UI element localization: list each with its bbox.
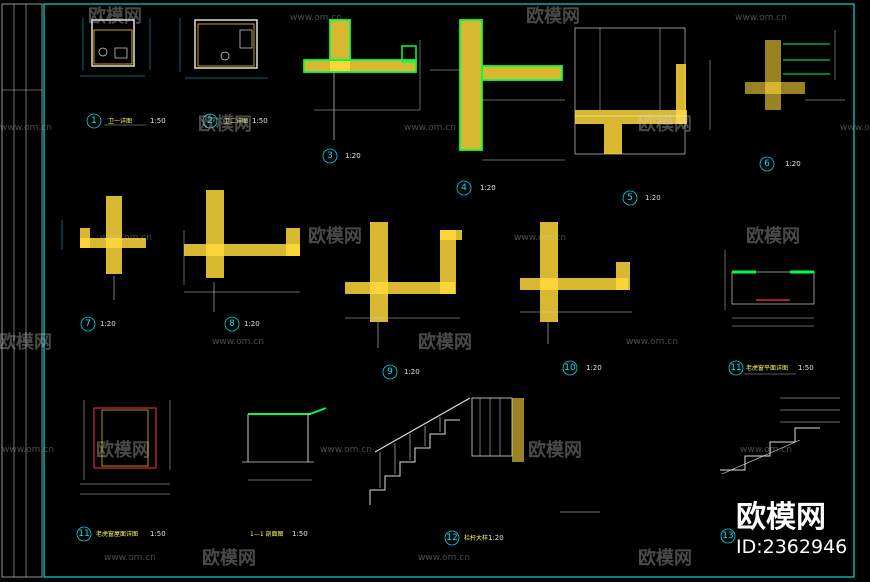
svg-text:欧模网: 欧模网: [0, 331, 52, 353]
detail-label-8: 8 1:20: [224, 316, 260, 332]
detail-7-section: [61, 196, 146, 300]
detail-label-5: 5 1:20: [622, 190, 661, 206]
svg-text:www.om.cn: www.om.cn: [100, 233, 152, 243]
svg-text:欧模网: 欧模网: [418, 331, 472, 353]
detail-label-10: 10 1:20: [562, 360, 602, 376]
watermark-layer: 欧模网 www.om.cn 欧模网 www.om.cn www.om.cn 欧模…: [0, 5, 870, 569]
detail-label-1-1: 1—1 剖面图 1:50: [250, 530, 308, 538]
detail-label-13: 13: [720, 528, 736, 544]
detail-5-section: [574, 27, 711, 155]
detail-4-section: [430, 19, 565, 161]
svg-text:栏杆大样: 栏杆大样: [464, 534, 488, 542]
svg-text:卫二详图: 卫二详图: [224, 117, 248, 125]
detail-6-section: [745, 30, 845, 110]
detail-label-4: 4 1:20: [456, 180, 496, 196]
svg-text:1:20: 1:20: [244, 320, 260, 328]
svg-text:www.om.cn: www.om.cn: [212, 337, 264, 347]
svg-text:欧模网: 欧模网: [202, 547, 256, 569]
svg-text:1:20: 1:20: [480, 184, 496, 192]
svg-text:www.om.cn: www.om.cn: [735, 13, 787, 23]
detail-labels: 1 卫一详图 1:50 2 卫二详图 1:50 3 1:20 4 1:20 5 …: [76, 113, 814, 546]
svg-text:9: 9: [387, 367, 393, 377]
svg-text:1:20: 1:20: [645, 194, 661, 202]
svg-text:欧模网: 欧模网: [746, 225, 800, 247]
svg-text:老虎窗屋面详图: 老虎窗屋面详图: [96, 530, 138, 538]
detail-9-section: [345, 222, 462, 348]
svg-text:欧模网: 欧模网: [96, 439, 150, 461]
detail-label-6: 6 1:20: [759, 156, 801, 172]
svg-text:13: 13: [722, 531, 733, 541]
svg-text:6: 6: [764, 159, 770, 169]
svg-text:11: 11: [78, 529, 89, 539]
detail-11-dormer-roof: [80, 400, 171, 495]
svg-text:ID:2362946: ID:2362946: [736, 536, 847, 558]
svg-text:www.om.cn: www.om.cn: [404, 123, 456, 133]
detail-13-stair-step: [560, 397, 840, 513]
svg-text:2: 2: [207, 116, 213, 126]
svg-text:www.om.cn: www.om.cn: [320, 445, 372, 455]
svg-text:1:50: 1:50: [292, 530, 308, 538]
svg-text:1:50: 1:50: [150, 117, 166, 125]
section-1-1: [242, 407, 327, 481]
detail-10-section: [520, 222, 632, 344]
svg-text:1:50: 1:50: [252, 117, 268, 125]
svg-text:1:20: 1:20: [404, 368, 420, 376]
detail-8-section: [183, 190, 300, 312]
detail-label-12: 12 栏杆大样 1:20: [444, 530, 504, 546]
svg-text:3: 3: [327, 151, 333, 161]
detail-1-bathroom-plan: [80, 18, 151, 77]
svg-text:www.om.cn: www.om.cn: [104, 553, 156, 563]
svg-text:1—1 剖面图: 1—1 剖面图: [250, 530, 284, 538]
svg-text:1:50: 1:50: [150, 530, 166, 538]
svg-text:12: 12: [446, 533, 457, 543]
svg-text:1:20: 1:20: [785, 160, 801, 168]
detail-3-section: [303, 19, 421, 140]
svg-text:4: 4: [461, 183, 467, 193]
detail-label-2: 2 卫二详图 1:50: [202, 113, 268, 129]
svg-text:www.om.cn: www.om.cn: [626, 337, 678, 347]
svg-text:老虎窗平面详图: 老虎窗平面详图: [746, 364, 788, 372]
detail-12-stair-railing: [369, 397, 524, 505]
svg-text:www.om.cn: www.om.cn: [514, 233, 566, 243]
detail-label-11a: 11 老虎窗平面详图 1:50: [728, 360, 814, 376]
brand-stamp: 欧模网 ID:2362946: [736, 500, 847, 558]
svg-text:1:20: 1:20: [345, 152, 361, 160]
svg-text:www.om.cn: www.om.cn: [840, 123, 870, 133]
svg-text:1:50: 1:50: [798, 364, 814, 372]
svg-text:欧模网: 欧模网: [88, 5, 142, 27]
svg-text:7: 7: [85, 319, 91, 329]
svg-text:www.om.cn: www.om.cn: [290, 13, 342, 23]
svg-text:10: 10: [564, 363, 576, 373]
detail-label-11b: 11 老虎窗屋面详图 1:50: [76, 526, 166, 542]
svg-text:欧模网: 欧模网: [308, 225, 362, 247]
detail-11-dormer-plan: [724, 250, 815, 327]
svg-text:1:20: 1:20: [586, 364, 602, 372]
detail-label-9: 9 1:20: [382, 364, 420, 380]
svg-text:欧模网: 欧模网: [638, 547, 692, 569]
svg-text:1: 1: [91, 116, 97, 126]
svg-text:卫一详图: 卫一详图: [108, 117, 132, 125]
svg-text:11: 11: [730, 363, 741, 373]
svg-text:1:20: 1:20: [100, 320, 116, 328]
svg-text:欧模网: 欧模网: [736, 500, 826, 535]
svg-text:欧模网: 欧模网: [198, 113, 252, 135]
sheet-frame: [1, 3, 855, 578]
svg-text:www.om.cn: www.om.cn: [2, 445, 54, 455]
svg-text:欧模网: 欧模网: [526, 5, 580, 27]
svg-text:www.om.cn: www.om.cn: [418, 553, 470, 563]
svg-text:www.om.cn: www.om.cn: [740, 445, 792, 455]
svg-text:www.om.cn: www.om.cn: [0, 123, 52, 133]
svg-text:8: 8: [229, 319, 235, 329]
detail-label-7: 7 1:20: [80, 316, 116, 332]
svg-text:欧模网: 欧模网: [528, 439, 582, 461]
svg-text:5: 5: [627, 193, 633, 203]
detail-label-3: 3 1:20: [322, 148, 361, 164]
svg-text:欧模网: 欧模网: [638, 113, 692, 135]
svg-text:1:20: 1:20: [488, 534, 504, 542]
detail-2-bathroom-plan: [179, 18, 268, 79]
detail-label-1: 1 卫一详图 1:50: [86, 113, 166, 129]
